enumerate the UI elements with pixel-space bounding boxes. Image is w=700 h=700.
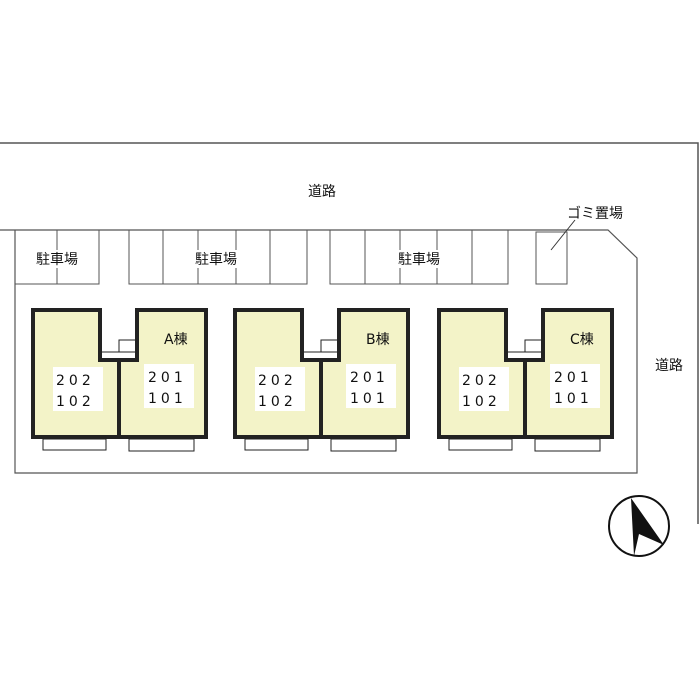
building-name: C棟 bbox=[570, 332, 594, 348]
unit-number: 202 bbox=[258, 373, 297, 389]
parking-label-3: 駐車場 bbox=[398, 251, 440, 268]
unit-number: 201 bbox=[350, 370, 389, 386]
label-bg bbox=[346, 364, 396, 408]
garbage-area bbox=[535, 231, 568, 285]
label-bg bbox=[144, 364, 194, 408]
stair bbox=[524, 339, 544, 353]
parking-label-1: 駐車場 bbox=[36, 251, 78, 268]
balcony-right bbox=[128, 438, 195, 452]
balcony-left bbox=[42, 438, 107, 451]
building-name: B棟 bbox=[366, 332, 390, 348]
building-b: B棟 202 102 201 101 bbox=[233, 308, 410, 452]
balcony-left bbox=[244, 438, 309, 451]
unit-number: 101 bbox=[350, 391, 389, 407]
unit-number: 102 bbox=[56, 394, 95, 410]
balcony-right bbox=[330, 438, 397, 452]
stair bbox=[118, 339, 138, 353]
garbage-label: ゴミ置場 bbox=[567, 205, 623, 222]
label-bg bbox=[550, 364, 600, 408]
building-name: A棟 bbox=[164, 332, 188, 348]
unit-number: 202 bbox=[462, 373, 501, 389]
parking-lot-2 bbox=[128, 229, 308, 285]
label-bg bbox=[255, 367, 305, 411]
unit-number: 102 bbox=[258, 394, 297, 410]
balcony-left bbox=[448, 438, 513, 451]
building-c: C棟 202 102 201 101 bbox=[437, 308, 614, 452]
road-north-label: 道路 bbox=[308, 184, 336, 200]
unit-number: 101 bbox=[554, 391, 593, 407]
unit-number: 201 bbox=[148, 370, 187, 386]
unit-number: 102 bbox=[462, 394, 501, 410]
stair bbox=[320, 339, 340, 353]
label-bg bbox=[395, 250, 447, 268]
label-bg bbox=[18, 250, 82, 268]
unit-number: 202 bbox=[56, 373, 95, 389]
building-a: A棟 202 102 201 101 bbox=[31, 308, 208, 452]
unit-number: 101 bbox=[148, 391, 187, 407]
road-east-label: 道路 bbox=[655, 358, 683, 374]
balcony-right bbox=[534, 438, 601, 452]
road-edge bbox=[0, 142, 699, 524]
label-bg bbox=[53, 367, 103, 411]
label-bg bbox=[192, 250, 244, 268]
north-arrow-icon bbox=[608, 495, 670, 557]
parking-label-2: 駐車場 bbox=[195, 251, 237, 268]
label-bg bbox=[459, 367, 509, 411]
garbage-leader-line bbox=[550, 219, 576, 251]
unit-number: 201 bbox=[554, 370, 593, 386]
